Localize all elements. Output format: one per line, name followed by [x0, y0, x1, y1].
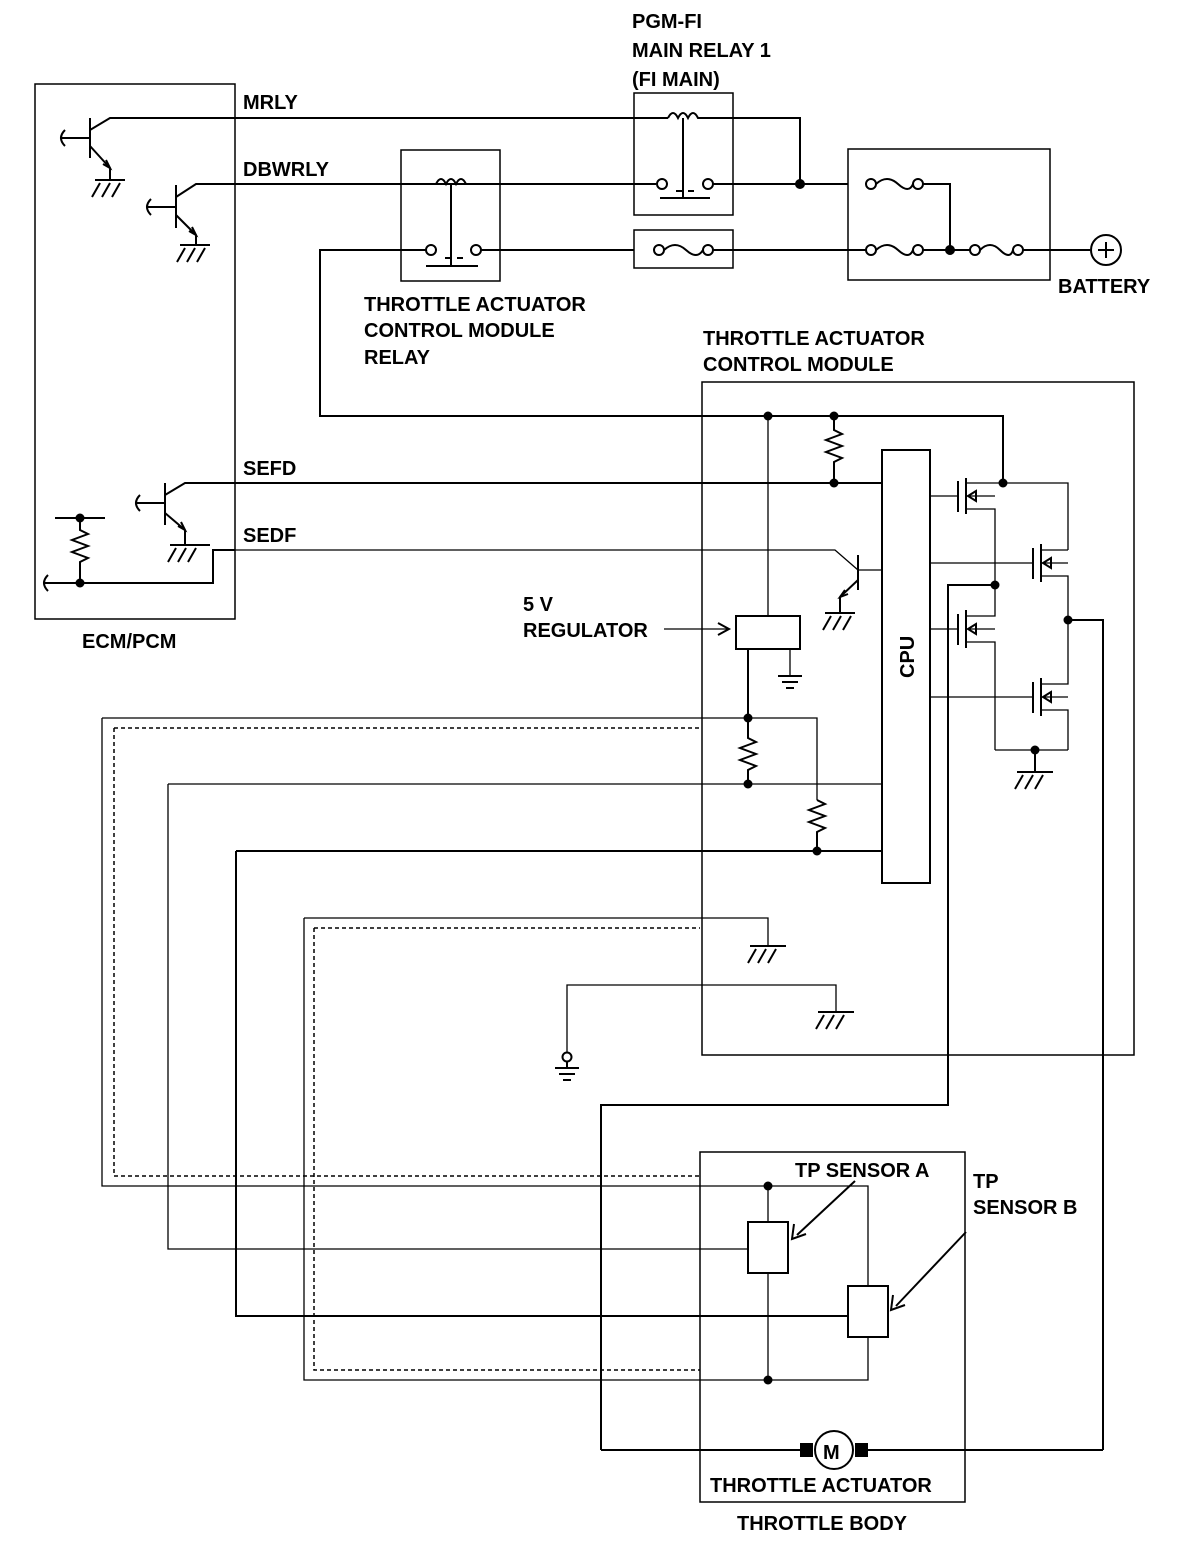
tacm-relay-label-1: THROTTLE ACTUATOR: [364, 294, 586, 316]
dbwrly-label: DBWRLY: [243, 159, 330, 181]
cpu-label: CPU: [897, 636, 919, 678]
motor-label: M: [823, 1442, 840, 1464]
5v-regulator: [664, 615, 802, 718]
mrly-label: MRLY: [243, 92, 298, 114]
tp-sensor-a: [747, 1221, 789, 1274]
regulator-label-1: 5 V: [523, 594, 554, 616]
throttle-actuator-motor: [601, 1430, 1103, 1470]
tp-sensor-b: [847, 1285, 889, 1338]
main-relay-label-3: (FI MAIN): [632, 69, 720, 91]
pgm-fi-main-relay: [235, 92, 848, 216]
ecm-transistor-sefd: [135, 482, 235, 563]
sedf-label: SEDF: [243, 525, 296, 547]
body-ground: [555, 1051, 579, 1081]
throttle-body-label: THROTTLE BODY: [737, 1513, 908, 1535]
tacm-relay-label-3: RELAY: [364, 347, 431, 369]
mosfet-upper-right: [930, 544, 1069, 620]
tp-sensor-b-label-2: SENSOR B: [973, 1197, 1077, 1219]
ecm-pcm-label: ECM/PCM: [82, 631, 176, 653]
sensor-harness: [101, 718, 848, 1381]
battery-label: BATTERY: [1058, 276, 1151, 298]
tacm-relay: [319, 149, 1004, 483]
main-relay-label-2: MAIN RELAY 1: [632, 40, 771, 62]
ecm-input-sedf: [43, 513, 235, 592]
sefd-label: SEFD: [243, 458, 296, 480]
tp-sensor-a-label: TP SENSOR A: [795, 1160, 929, 1182]
tacm-label-1: THROTTLE ACTUATOR: [703, 328, 925, 350]
main-relay-label-1: PGM-FI: [632, 11, 702, 33]
cpu: [881, 449, 931, 884]
mosfet-lower-left: [600, 580, 1000, 1450]
tacm-label-2: CONTROL MODULE: [703, 354, 894, 376]
tacm-relay-label-2: CONTROL MODULE: [364, 320, 555, 342]
tp-sensor-b-label-1: TP: [973, 1171, 999, 1193]
battery-terminal: [1090, 234, 1122, 266]
mosfet-upper-left: [930, 478, 1003, 585]
ecm-transistor-dbwrly: [146, 183, 235, 263]
ecm-pcm-box: [34, 83, 236, 620]
throttle-actuator-control-module: [102, 381, 1135, 1450]
fuse-single: [633, 229, 866, 269]
fuse-box: [847, 148, 1090, 281]
throttle-body: [601, 1151, 1103, 1503]
ecm-transistor-mrly: [60, 117, 235, 198]
sedf-transistor: [235, 549, 882, 631]
mosfet-lower-right: [930, 620, 1069, 750]
throttle-actuator-label: THROTTLE ACTUATOR: [710, 1475, 932, 1497]
regulator-label-2: REGULATOR: [523, 620, 648, 642]
